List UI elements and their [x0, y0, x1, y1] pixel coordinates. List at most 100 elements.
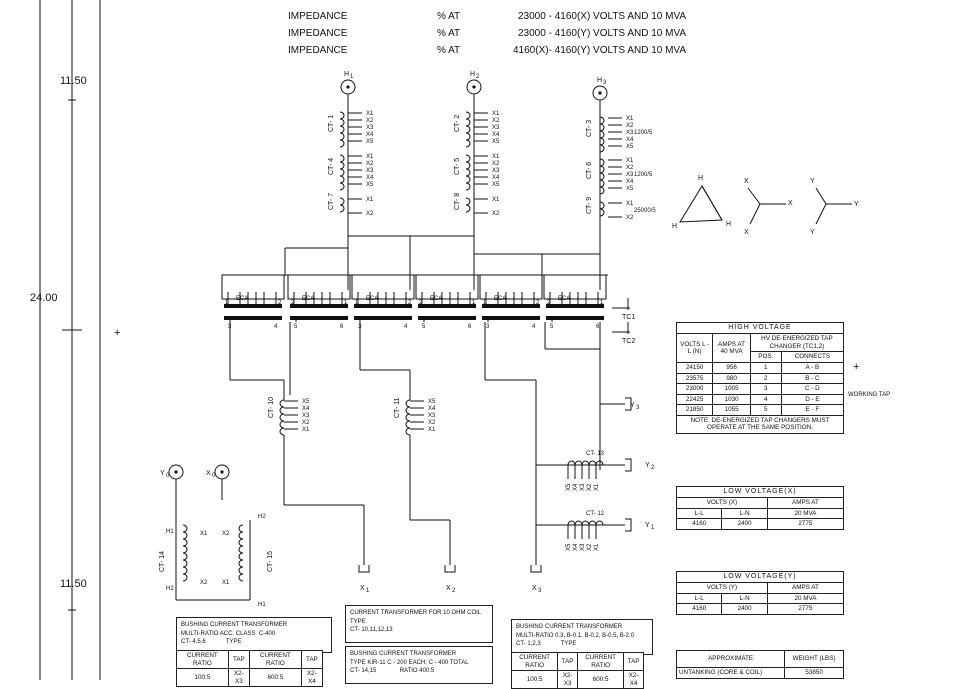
tap-label: X2 — [366, 211, 374, 217]
svg-text:X: X — [744, 178, 749, 185]
svg-text:6: 6 — [340, 324, 344, 330]
dim-top: 11.50 — [60, 75, 87, 87]
svg-text:4: 4 — [404, 324, 408, 330]
svg-text:H2: H2 — [258, 514, 266, 520]
ct-15: CT- 15 H2 H1 X2 X1 — [222, 514, 274, 608]
svg-text:X2: X2 — [222, 531, 230, 537]
svg-text:5: 5 — [422, 324, 426, 330]
svg-text:0: 0 — [212, 473, 216, 479]
svg-text:CT- 1: CT- 1 — [328, 115, 335, 132]
dim-mid: 24.00 — [30, 292, 58, 304]
tap-label: X3 — [580, 543, 586, 551]
hv-table: HIGH VOLTAGE VOLTS L - L (N) AMPS AT 40 … — [675, 321, 845, 434]
tap-label: X4 — [366, 175, 374, 181]
svg-text:4: 4 — [532, 324, 536, 330]
svg-text:H: H — [698, 175, 703, 182]
tap-label: X4 — [366, 132, 374, 138]
bus-lines — [222, 235, 608, 290]
svg-text:IMPEDANCE: IMPEDANCE — [288, 45, 348, 56]
svg-text:2: 2 — [547, 300, 551, 306]
tap-label: X2 — [366, 118, 374, 124]
svg-text:H2: H2 — [166, 586, 174, 592]
svg-text:ECA: ECA — [236, 296, 248, 302]
tap-label: X1 — [626, 201, 634, 207]
tap-label: X4 — [302, 406, 310, 412]
svg-text:1: 1 — [225, 300, 229, 306]
svg-text:X: X — [360, 585, 365, 592]
tap-label: X2 — [626, 215, 634, 221]
tap-label: X1 — [492, 197, 500, 203]
tap-label: X2 — [492, 118, 500, 124]
tap-label: X4 — [626, 137, 634, 143]
tap-label: X1 — [428, 427, 436, 433]
tap-label: X1 — [366, 197, 374, 203]
svg-text:% AT: % AT — [437, 45, 460, 56]
svg-text:3: 3 — [603, 80, 607, 86]
svg-text:IMPEDANCE: IMPEDANCE — [288, 11, 348, 22]
bushing-ct-1-3-box: BUSHING CURRENT TRANSFORMER MULTI-RATIO … — [511, 619, 653, 655]
svg-text:ECA: ECA — [558, 296, 570, 302]
tap-label: X3 — [492, 168, 500, 174]
svg-text:5: 5 — [294, 324, 298, 330]
bushing-ct-4-6-box: BUSHING CURRENT TRANSFORMER MULTI-RATIO … — [176, 617, 332, 653]
tc-brackets — [612, 298, 630, 334]
tap-label: X1 — [366, 111, 374, 117]
plus-mark-right: + — [853, 361, 859, 373]
tap-label: X4 — [573, 543, 579, 551]
tap-label: X2 — [492, 161, 500, 167]
svg-text:Y: Y — [854, 201, 859, 208]
svg-text:CT- 11: CT- 11 — [394, 397, 401, 418]
svg-text:4160(X)- 4160(Y) VOLTS AND 10: 4160(X)- 4160(Y) VOLTS AND 10 MVA — [513, 45, 686, 56]
svg-text:IMPEDANCE: IMPEDANCE — [288, 28, 348, 39]
ct-tap-labels: X1X2X3X4X5X1X2X3X4X5X1X2X3X4X5X1X2X3X4X5… — [284, 111, 634, 551]
tap-label: X5 — [492, 182, 500, 188]
svg-text:1: 1 — [600, 300, 604, 306]
svg-text:% AT: % AT — [437, 11, 460, 22]
svg-text:H: H — [344, 71, 349, 78]
svg-text:4: 4 — [274, 324, 278, 330]
tc1-label: TC1 — [622, 314, 635, 321]
tap-label: X1 — [594, 543, 600, 551]
svg-text:1: 1 — [344, 300, 348, 306]
svg-text:2: 2 — [651, 465, 655, 471]
tap-label: X1 — [594, 483, 600, 491]
svg-text:X: X — [788, 200, 793, 207]
tap-label: X5 — [626, 186, 634, 192]
tap-label: X5 — [566, 543, 572, 551]
svg-text:Y: Y — [160, 470, 165, 477]
svg-text:H: H — [672, 223, 677, 230]
svg-text:23000 - 4160(Y) VOLTS AND 10 M: 23000 - 4160(Y) VOLTS AND 10 MVA — [518, 28, 686, 39]
svg-text:ECA: ECA — [366, 296, 378, 302]
sheet-border — [39, 0, 101, 680]
svg-text:X: X — [532, 585, 537, 592]
svg-text:2: 2 — [476, 74, 480, 80]
tc2-label: TC2 — [622, 338, 635, 345]
ct-stack-1: CT- 1 CT- 4 CT- 7 — [328, 111, 345, 213]
tap-label: X2 — [587, 483, 593, 491]
svg-text:X1: X1 — [200, 531, 208, 537]
svg-text:CT- 4: CT- 4 — [328, 158, 335, 175]
svg-text:CT- 9: CT- 9 — [586, 197, 593, 214]
svg-text:2: 2 — [452, 588, 456, 594]
svg-text:CT- 2: CT- 2 — [454, 115, 461, 132]
svg-text:ECA: ECA — [302, 296, 314, 302]
svg-text:2: 2 — [419, 300, 423, 306]
lv-windings: CT- 10 CT- 11 — [229, 322, 625, 565]
svg-text:H: H — [726, 221, 731, 228]
svg-text:% AT: % AT — [437, 28, 460, 39]
tap-label: X3 — [626, 172, 634, 178]
svg-text:1200/5: 1200/5 — [634, 130, 653, 136]
svg-text:H: H — [470, 71, 475, 78]
tap-label: X5 — [366, 182, 374, 188]
tap-label: X3 — [428, 413, 436, 419]
dim-bottom: 11.50 — [60, 578, 87, 590]
bushing-ct-14-15-box: BUSHING CURRENT TRANSFORMER TYPE KIR-11 … — [345, 646, 493, 684]
